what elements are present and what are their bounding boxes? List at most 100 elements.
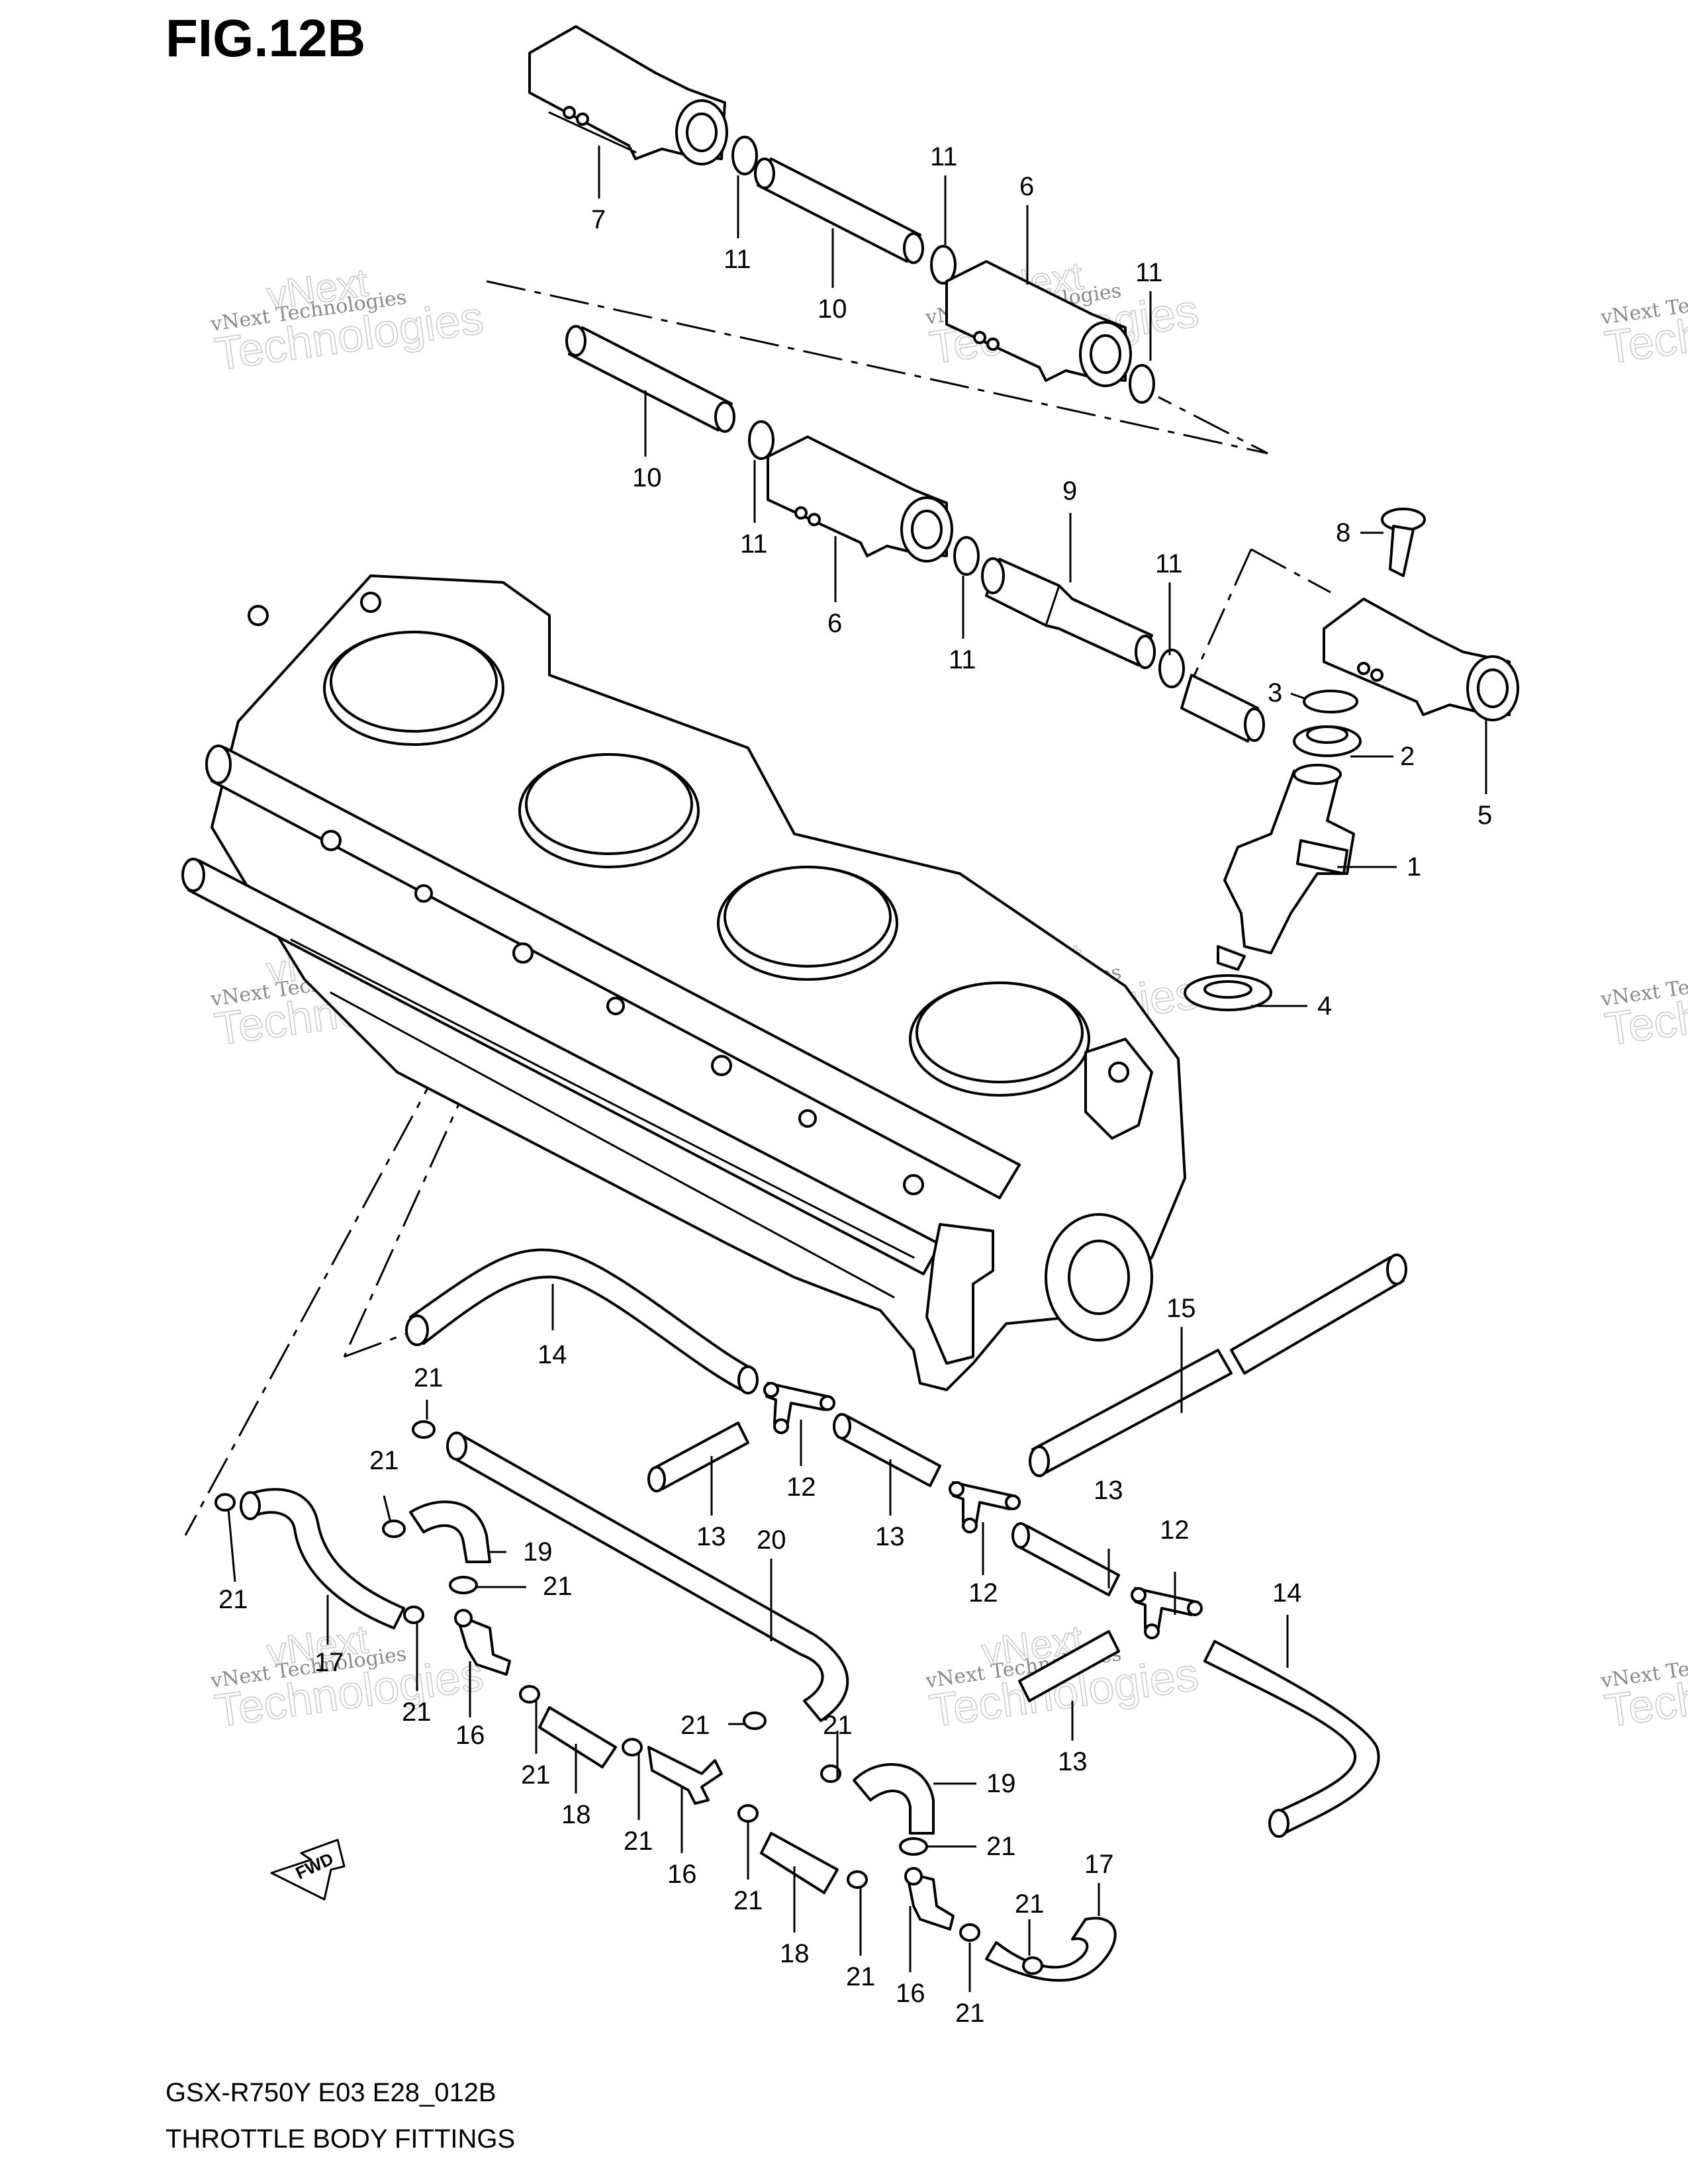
hose-18-b (760, 1832, 839, 1894)
watermark: vNext Technologies Technologies (1599, 1643, 1688, 1737)
callout-19: 19 (986, 1769, 1016, 1798)
hose-17-left (240, 1488, 405, 1629)
pipe-9 (981, 557, 1156, 669)
clamp-21 (847, 1870, 868, 1889)
hose-18-a (538, 1706, 617, 1768)
callout-13: 13 (1058, 1747, 1088, 1776)
callout-7: 7 (591, 205, 606, 234)
hose-13-b (833, 1413, 941, 1487)
callout-11: 11 (724, 245, 751, 274)
clamp-21 (412, 1420, 436, 1439)
fuel-connector-6-lower (767, 435, 953, 563)
callout-21: 21 (521, 1760, 551, 1790)
o-ring-11 (1129, 364, 1155, 404)
tee-joint-16-b (647, 1746, 723, 1805)
callout-8: 8 (1336, 518, 1350, 547)
callout-21: 21 (543, 1572, 573, 1601)
hose-20 (446, 1432, 849, 1722)
callout-10: 10 (818, 295, 847, 324)
callout-21: 21 (624, 1827, 653, 1856)
callout-21: 21 (846, 1962, 876, 1991)
hose-14-lower (1203, 1640, 1380, 1838)
callout-11: 11 (1135, 258, 1163, 287)
o-ring-11 (930, 245, 957, 285)
clamp-21 (214, 1493, 236, 1512)
callout-16: 16 (667, 1860, 697, 1889)
pipe-10-upper (754, 158, 924, 264)
clamp-21 (449, 1576, 478, 1594)
screw-8 (1381, 508, 1426, 577)
callout-3: 3 (1268, 678, 1282, 707)
guide-line (343, 1071, 475, 1357)
throttle-body-assembly (181, 574, 1186, 1391)
hose-17-right (985, 1917, 1117, 1982)
seal-4 (1184, 974, 1272, 1011)
callout-13: 13 (1094, 1476, 1123, 1505)
cushion-2 (1293, 725, 1362, 757)
fuel-connector-5 (1323, 598, 1519, 721)
fwd-arrow-badge: FWD (270, 1839, 346, 1901)
callout-12: 12 (968, 1578, 998, 1608)
tee-joint-12-b (949, 1481, 1021, 1533)
callout-17: 17 (1084, 1850, 1114, 1879)
o-ring-11 (1158, 649, 1185, 688)
model-code: GSX-R750Y E03 E28_012B (165, 2078, 496, 2107)
callout-15: 15 (1166, 1294, 1196, 1323)
callout-10: 10 (632, 463, 662, 492)
callout-5: 5 (1477, 801, 1492, 830)
callout-21: 21 (733, 1886, 763, 1915)
clamp-21 (820, 1764, 841, 1783)
o-ring-11 (953, 536, 980, 576)
o-ring-3 (1303, 690, 1358, 713)
clamp-21 (1022, 1956, 1043, 1975)
callout-19: 19 (523, 1537, 553, 1567)
clamp-21 (959, 1923, 980, 1942)
clamp-21 (737, 1804, 759, 1823)
callout-16: 16 (896, 1979, 925, 2008)
guide-line (1190, 549, 1252, 682)
watermark: vNext Technologies Technologies (1599, 279, 1688, 374)
callout-21: 21 (402, 1698, 432, 1727)
tee-joint-16-c (904, 1867, 955, 1931)
tee-joint-16-a (454, 1609, 511, 1676)
leader-lines (227, 146, 1487, 1992)
hose-13-a (647, 1422, 749, 1492)
callout-21: 21 (218, 1585, 248, 1614)
clamp-21 (899, 1837, 928, 1856)
figure-title: FIG.12B (165, 9, 365, 68)
callout-12: 12 (786, 1473, 816, 1502)
clamp-21 (382, 1520, 406, 1538)
callout-17: 17 (314, 1648, 344, 1677)
callout-labels: 7 11 10 11 6 11 10 11 6 11 9 11 8 3 2 5 … (218, 142, 1492, 2028)
callout-9: 9 (1062, 477, 1077, 506)
o-ring-11 (748, 420, 774, 460)
callout-21: 21 (680, 1711, 710, 1740)
callout-18: 18 (561, 1800, 591, 1829)
guide-line (1250, 548, 1331, 594)
callout-21: 21 (986, 1832, 1016, 1861)
callout-11: 11 (930, 142, 958, 171)
callout-14: 14 (538, 1340, 567, 1369)
guide-line (486, 280, 1268, 455)
assembly-guides (184, 280, 1331, 1536)
callout-1: 1 (1407, 852, 1421, 882)
callout-6: 6 (827, 609, 842, 638)
fuel-connector-6-upper (945, 260, 1132, 387)
callout-18: 18 (780, 1939, 810, 1968)
callout-4: 4 (1317, 991, 1332, 1021)
callout-21: 21 (1015, 1889, 1045, 1919)
callout-20: 20 (757, 1525, 786, 1555)
clamp-21 (519, 1685, 540, 1704)
clamp-21 (743, 1711, 767, 1730)
watermark: vNext Technologies Technologies (1599, 961, 1688, 1056)
callout-12: 12 (1160, 1516, 1190, 1545)
callout-21: 21 (955, 1999, 985, 2028)
callout-21: 21 (414, 1363, 444, 1392)
callout-2: 2 (1400, 742, 1415, 771)
clamp-21 (403, 1606, 424, 1624)
hose-14-upper (405, 1248, 759, 1394)
callout-6: 6 (1019, 172, 1034, 201)
pipe-10-lower (565, 325, 735, 433)
callout-11: 11 (1155, 549, 1183, 578)
